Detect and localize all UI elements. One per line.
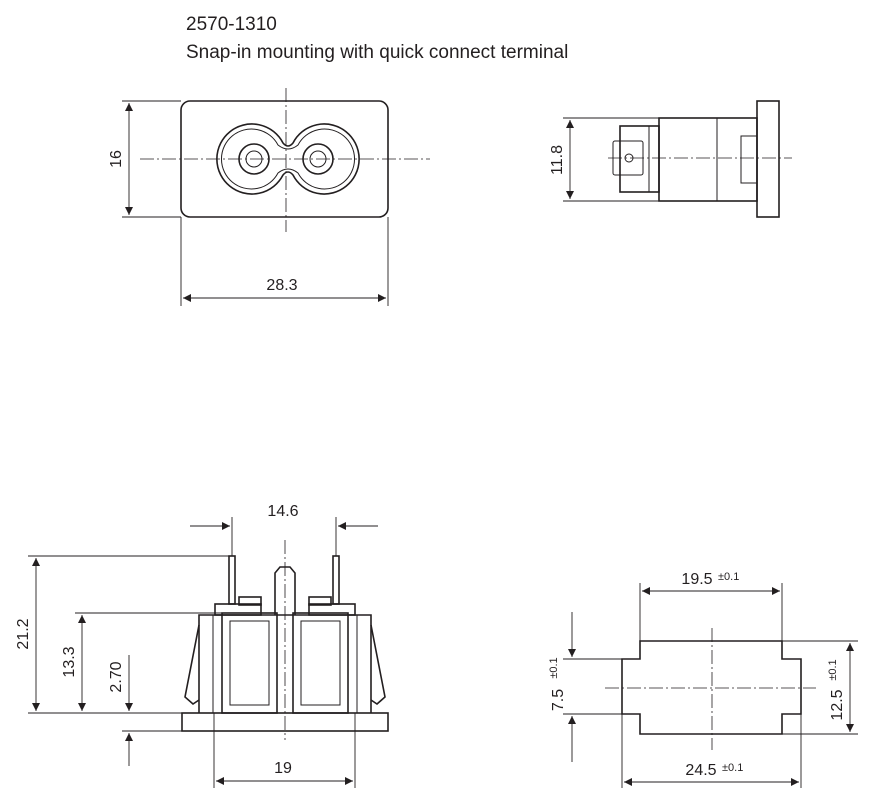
panel-cutout-outline [621,640,802,735]
elevation-left-terminal-cap [238,596,262,606]
flange-height-label: 2.70 [108,661,125,692]
elevation-right-terminal-block [308,603,356,616]
base-width-label: 19 [274,760,292,777]
cutout-top-width-label: 19.5 [681,571,712,588]
elevation-left-terminal-block [214,603,262,616]
panel-cutout-view: 19.5 ±0.1 24.5 ±0.1 7.5 ±0.1 12.5 ±0.1 [548,571,858,788]
elevation-right-pin [332,555,340,605]
elevation-left-window-inner [229,620,270,706]
side-height-label: 11.8 [549,145,566,175]
side-view-terminal-block [648,125,660,193]
elevation-left-latch [184,624,200,706]
cutout-bottom-width-tolerance: ±0.1 [722,762,743,774]
part-number: 2570-1310 [186,14,277,35]
front-height-label: 16 [108,150,125,168]
pin-spacing-label: 14.6 [267,503,298,520]
body-height-label: 13.3 [61,646,78,677]
elevation-left-pin [228,555,236,605]
side-view-body [658,117,758,202]
cutout-total-height-label: 12.5 [829,689,846,720]
elevation-right-latch [370,624,386,706]
front-width-label: 28.3 [266,277,297,294]
cutout-notch-height-label: 7.5 [550,689,567,711]
cutout-notch-height-tolerance: ±0.1 [548,657,560,678]
side-view-latch [740,135,758,184]
elevation-right-window-inner [300,620,341,706]
elevation-left-window [221,612,278,714]
elevation-right-terminal-cap [308,596,332,606]
side-view: 11.8 [549,100,792,218]
side-view-terminal-housing [619,125,660,193]
socket-inner-outline [221,128,355,190]
cutout-top-width-tolerance: ±0.1 [718,571,739,583]
front-view: 16 28.3 [108,88,430,306]
elevation-right-window [292,612,349,714]
overall-height-label: 21.2 [15,618,32,649]
cutout-total-height-tolerance: ±0.1 [827,659,839,680]
side-view-flange [756,100,780,218]
elevation-view: 14.6 21.2 13.3 2.70 19 [15,503,389,788]
part-description: Snap-in mounting with quick connect term… [186,42,568,63]
cutout-bottom-width-label: 24.5 [685,762,716,779]
socket-outline [216,123,360,195]
